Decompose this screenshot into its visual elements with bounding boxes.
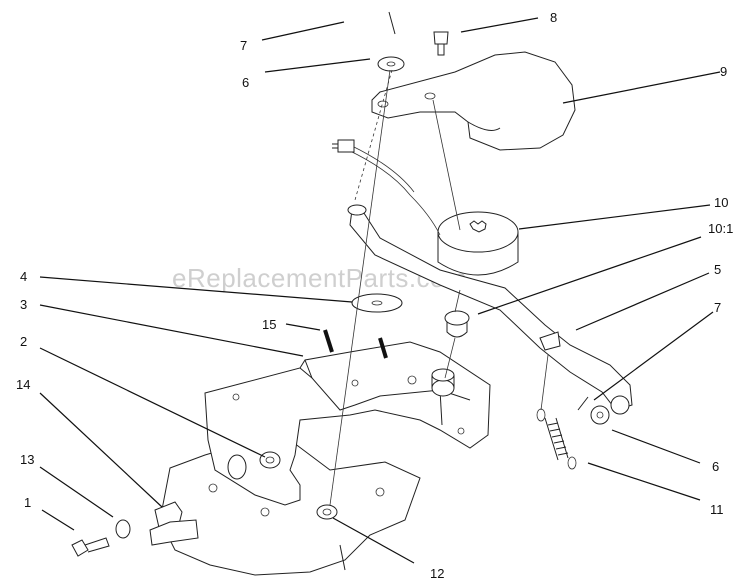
clevis-pin-lower xyxy=(577,396,589,411)
callout-1: 1 xyxy=(24,495,31,510)
callout-10: 10 xyxy=(714,195,728,210)
washer-4 xyxy=(351,293,403,313)
callout-11: 11 xyxy=(710,502,724,517)
bolt-8 xyxy=(433,31,449,56)
callout-14: 14 xyxy=(16,377,30,392)
rotor xyxy=(437,211,519,276)
nut-12 xyxy=(316,504,338,520)
callout-7-top: 7 xyxy=(240,38,247,53)
callout-10-1: 10:1 xyxy=(708,221,733,236)
bushing xyxy=(444,310,470,338)
callout-8: 8 xyxy=(550,10,557,25)
lever-arm xyxy=(347,204,633,415)
callout-4: 4 xyxy=(20,269,27,284)
clip-14 xyxy=(149,501,199,546)
washer-6-lower xyxy=(590,405,610,425)
bushing-2 xyxy=(227,451,281,480)
callout-13: 13 xyxy=(20,452,34,467)
clevis-pin-top xyxy=(388,11,396,35)
callout-labels: 7 8 6 9 10 10:1 4 5 3 7 15 2 14 6 13 11 … xyxy=(16,10,733,581)
callout-3: 3 xyxy=(20,297,27,312)
callout-12: 12 xyxy=(430,566,444,581)
callout-9: 9 xyxy=(720,64,727,79)
assembly-axes xyxy=(329,69,461,506)
spring xyxy=(536,354,577,470)
cover xyxy=(371,51,576,151)
callout-6-top: 6 xyxy=(242,75,249,90)
callout-6-lower: 6 xyxy=(712,459,719,474)
bolt-1 xyxy=(71,537,110,557)
spring-pins xyxy=(323,329,388,359)
callout-5: 5 xyxy=(714,262,721,277)
callout-7-lower: 7 xyxy=(714,300,721,315)
callout-15: 15 xyxy=(262,317,276,332)
pivot-boss xyxy=(431,368,455,397)
wire-harness xyxy=(332,139,441,236)
leaders xyxy=(39,17,721,564)
washer-6-top xyxy=(377,56,405,72)
washer-13 xyxy=(115,519,131,539)
callout-2: 2 xyxy=(20,334,27,349)
